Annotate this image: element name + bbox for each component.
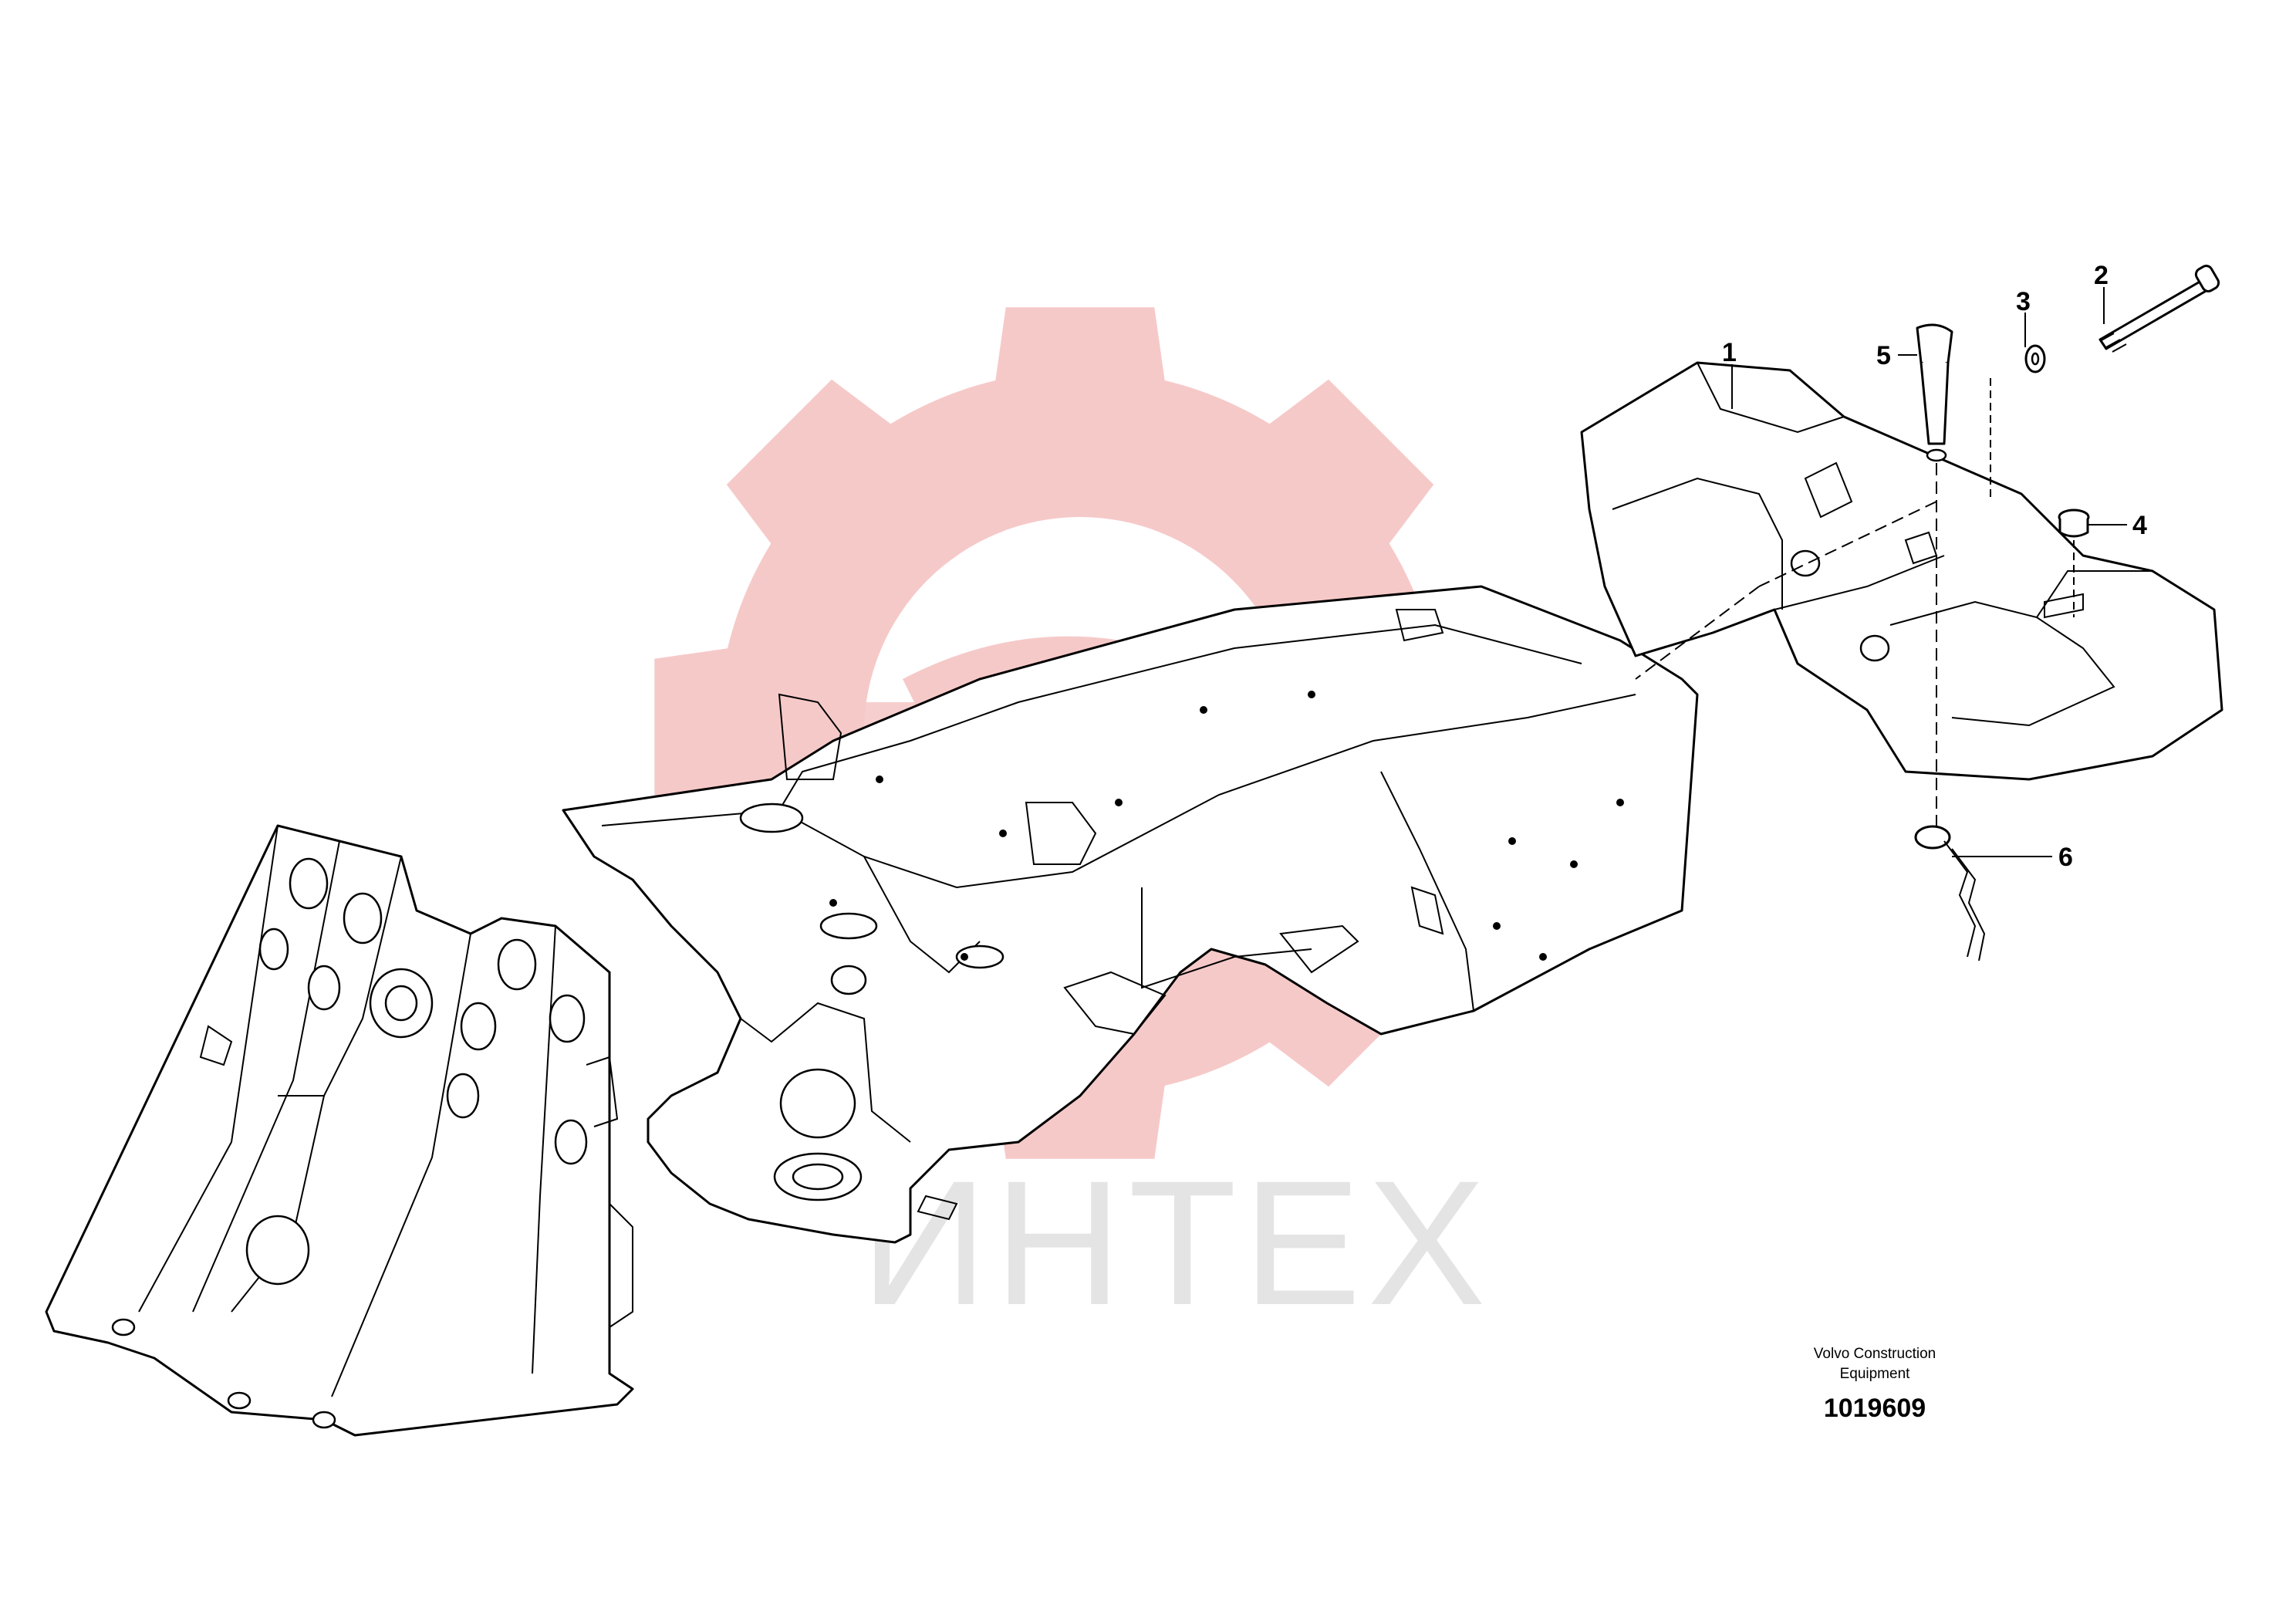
watermark-text: ИНТЕХ [860, 1144, 1492, 1342]
callout-1: 1 [1722, 338, 1737, 367]
lock-pin-icon [1916, 323, 1953, 462]
credit-line-1: Volvo Construction [1814, 1346, 1936, 1362]
rear-frame-icon [562, 585, 1699, 1244]
callout-6: 6 [2058, 843, 2073, 872]
front-frame-icon [45, 824, 634, 1437]
counterweight-icon [1580, 361, 2223, 781]
callout-2: 2 [2094, 261, 2109, 290]
plug-icon [2058, 509, 2090, 538]
callout-3: 3 [2016, 287, 2031, 316]
credit-line-2: Equipment [1840, 1366, 1911, 1382]
chain-clip-icon [1914, 825, 1986, 961]
assembly-lines [1635, 378, 2075, 826]
callout-5: 5 [1876, 341, 1891, 370]
washer-icon [2024, 344, 2046, 373]
part-number: 1019609 [1824, 1394, 1926, 1423]
callout-4: 4 [2132, 511, 2147, 540]
bolt-icon [2098, 265, 2220, 353]
leader-lines [1731, 287, 2127, 857]
